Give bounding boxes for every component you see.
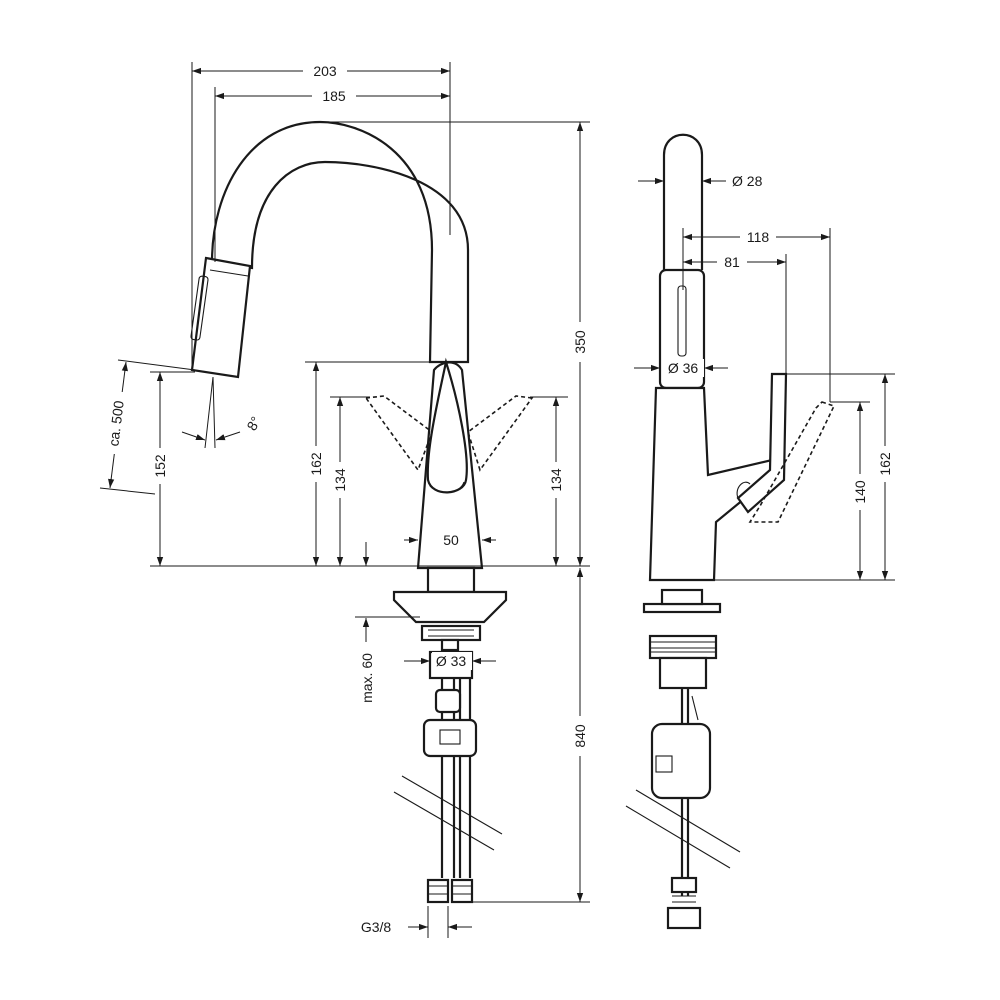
hose-clip	[434, 688, 462, 714]
side-view	[625, 133, 836, 930]
dim-outlet-height: 152	[152, 454, 168, 478]
front-view-dimensions: 203 185 350 ca. 500 152 8° 162	[99, 62, 590, 938]
dim-hose-extension: ca. 500	[105, 399, 127, 447]
gooseneck-spout	[210, 120, 470, 364]
side-mounting-nut	[648, 634, 718, 660]
escutcheon-plate	[392, 590, 508, 624]
dim-body-diameter: Ø 36	[668, 360, 699, 376]
mounting-nut	[420, 624, 482, 642]
dim-base-diameter: 50	[443, 532, 459, 548]
dim-mount-thickness: max. 60	[359, 653, 375, 703]
side-hose-weight	[650, 722, 712, 800]
dim-spray-angle: 8°	[243, 414, 264, 434]
dim-lever-reach: 81	[724, 254, 740, 270]
lever-swing-right	[467, 395, 534, 472]
dim-total-height: 350	[572, 330, 588, 354]
hose-fitting-right	[450, 878, 474, 904]
spray-head-button	[190, 275, 209, 341]
side-view-dimensions: Ø 28 118 81 Ø 36 140 162	[634, 173, 895, 581]
supply-hose-right	[458, 678, 472, 878]
dim-lever-left: 134	[332, 468, 348, 492]
front-view	[190, 120, 534, 904]
side-hose-fitting	[670, 876, 698, 894]
hose-weight	[422, 718, 478, 758]
dim-overall-width: 203	[313, 63, 337, 79]
base-collar	[426, 566, 476, 594]
hose-fitting-left	[426, 878, 450, 904]
side-spray-button	[677, 285, 687, 357]
dim-lever-right: 134	[548, 468, 564, 492]
dim-lever-height-high: 162	[877, 452, 893, 476]
dim-connection-thread: G3/8	[361, 919, 392, 935]
side-escutcheon	[642, 602, 722, 614]
side-lever-swing	[748, 401, 836, 523]
dim-hose-length: 840	[572, 724, 588, 748]
side-lever	[736, 372, 788, 514]
lever-swing-left	[364, 395, 433, 472]
dim-spout-reach: 185	[322, 88, 346, 104]
dim-spout-diameter: Ø 28	[732, 173, 763, 189]
dim-shank-diameter: Ø 33	[436, 653, 467, 669]
dim-lever-height: 162	[308, 452, 324, 476]
dim-lever-height-low: 140	[852, 480, 868, 504]
side-spout	[662, 133, 704, 270]
dim-lever-reach-max: 118	[747, 229, 770, 245]
